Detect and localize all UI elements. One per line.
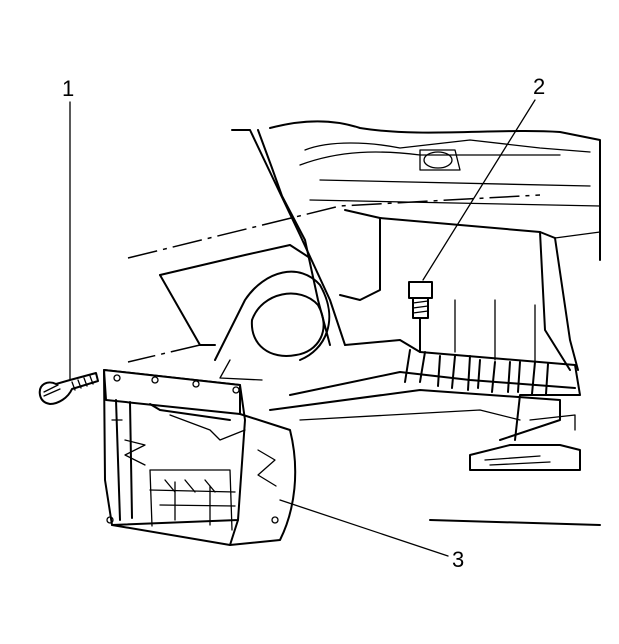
leader-line-3 <box>279 499 449 557</box>
callout-number-2: 2 <box>533 74 545 99</box>
trunk-outline-dashed <box>127 194 541 363</box>
bracket <box>103 369 297 546</box>
leader-line-2 <box>422 99 536 281</box>
callout-number-3: 3 <box>452 547 464 572</box>
callout-number-1: 1 <box>62 76 74 101</box>
bolt <box>408 281 433 353</box>
vehicle-body <box>159 120 601 526</box>
screw <box>38 372 99 405</box>
